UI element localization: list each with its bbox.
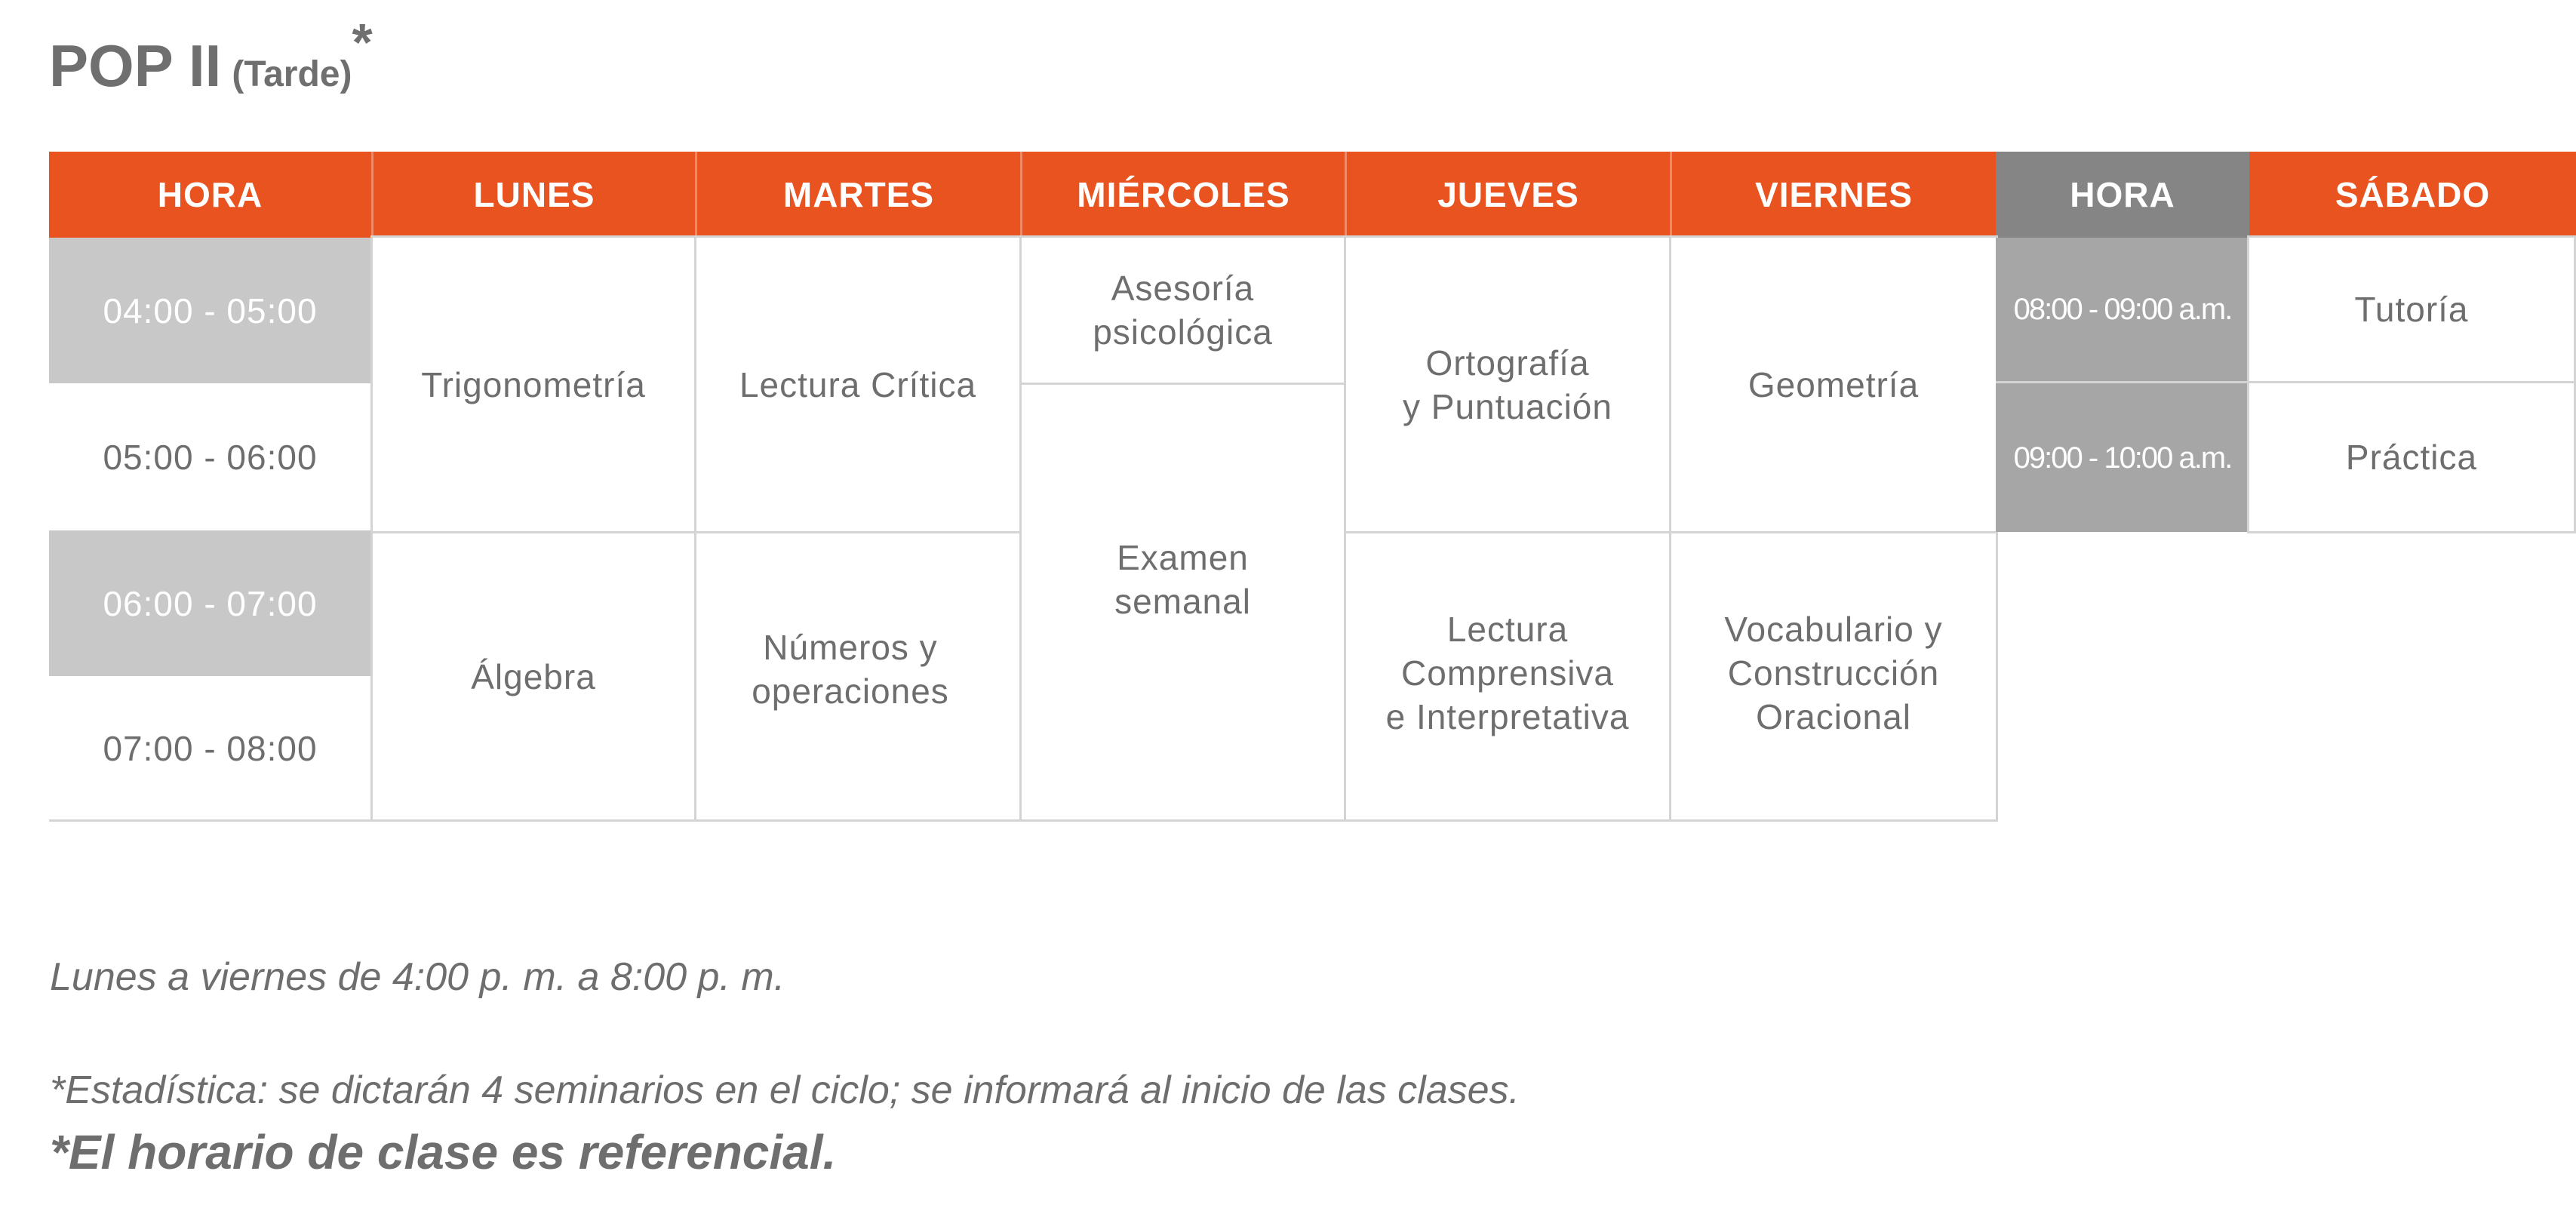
class-martes-2: Números y operaciones <box>694 531 1022 822</box>
class-jueves-1: Ortografía y Puntuación <box>1344 235 1671 533</box>
header-lunes: LUNES <box>371 152 695 238</box>
sabado-time-divider <box>1996 381 2249 383</box>
header-martes: MARTES <box>695 152 1020 238</box>
header-hora: HORA <box>49 152 371 238</box>
header-jueves: JUEVES <box>1345 152 1670 238</box>
class-miercoles-1: Asesoría psicológica <box>1019 235 1346 385</box>
class-sabado-1: Tutoría <box>2247 235 2576 383</box>
header-viernes: VIERNES <box>1670 152 1996 238</box>
schedule-note: Lunes a viernes de 4:00 p. m. a 8:00 p. … <box>50 955 785 999</box>
header-hora-sabado: HORA <box>1996 152 2249 238</box>
time-slot-4: 07:00 - 08:00 <box>49 676 371 821</box>
header-miercoles: MIÉRCOLES <box>1020 152 1345 238</box>
class-miercoles-2: Examen semanal <box>1019 383 1346 822</box>
time-slot-2: 05:00 - 06:00 <box>49 383 371 530</box>
title-shift: (Tarde) <box>232 54 352 94</box>
time-slot-1: 04:00 - 05:00 <box>49 238 371 383</box>
sabado-time-slot-1: 08:00 - 09:00 a.m. <box>1996 238 2249 381</box>
sabado-time-slot-2: 09:00 - 10:00 a.m. <box>1996 383 2249 532</box>
page-title: POP II(Tarde)* <box>49 16 373 95</box>
reference-note: *El horario de clase es referencial. <box>50 1125 837 1179</box>
class-jueves-2: Lectura Comprensiva e Interpretativa <box>1344 531 1671 822</box>
title-asterisk: * <box>352 13 373 72</box>
class-lunes-2: Álgebra <box>370 531 696 822</box>
class-sabado-2: Práctica <box>2247 381 2576 533</box>
class-viernes-1: Geometría <box>1669 235 1998 533</box>
title-main: POP II <box>49 32 222 99</box>
header-sabado: SÁBADO <box>2249 152 2576 238</box>
class-viernes-2: Vocabulario y Construcción Oracional <box>1669 531 1998 822</box>
time-slot-3: 06:00 - 07:00 <box>49 530 371 676</box>
class-martes-1: Lectura Crítica <box>694 235 1022 533</box>
statistics-note: *Estadística: se dictarán 4 seminarios e… <box>50 1068 1520 1112</box>
class-lunes-1: Trigonometría <box>370 235 696 533</box>
